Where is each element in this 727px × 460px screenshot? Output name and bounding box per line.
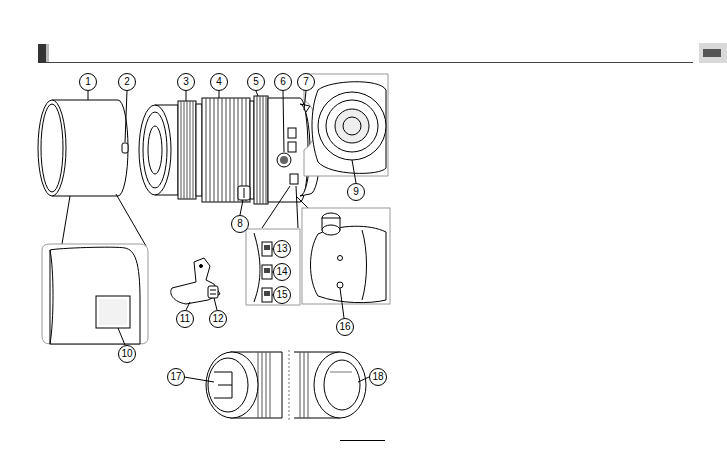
callout-circle	[274, 287, 291, 304]
callout-number: 10	[119, 346, 135, 362]
callout-circle	[370, 369, 387, 386]
callout-circle	[119, 346, 136, 363]
callout-circle	[298, 74, 315, 91]
callout-circle	[210, 311, 227, 328]
callout-number: 2	[119, 74, 135, 90]
callout-number: 17	[168, 369, 184, 385]
callout-circle	[248, 74, 265, 91]
callout-number: 18	[370, 369, 386, 385]
callout-circle	[80, 74, 97, 91]
callout-number: 4	[211, 74, 227, 90]
callout-circle	[178, 74, 195, 91]
callout-circle	[337, 319, 354, 336]
callout-circle	[348, 184, 365, 201]
callout-circle	[168, 369, 185, 386]
callout-number: 6	[275, 74, 291, 90]
callout-number: 7	[298, 74, 314, 90]
callout-number: 11	[177, 311, 193, 327]
callout-number: 9	[348, 184, 364, 200]
callout-circle	[211, 74, 228, 91]
callout-circle	[177, 311, 194, 328]
callout-number: 8	[232, 216, 248, 232]
callout-circle	[119, 74, 136, 91]
callout-number: 15	[274, 287, 290, 303]
callout-circle	[232, 216, 249, 233]
callout-number: 13	[274, 241, 290, 257]
callout-number: 14	[274, 264, 290, 280]
callout-circle	[274, 241, 291, 258]
callout-circle	[274, 264, 291, 281]
callout-number: 12	[210, 311, 226, 327]
callout-number: 1	[80, 74, 96, 90]
callout-circle	[275, 74, 292, 91]
callout-number: 16	[337, 319, 353, 335]
callout-number: 3	[178, 74, 194, 90]
callout-number: 5	[248, 74, 264, 90]
